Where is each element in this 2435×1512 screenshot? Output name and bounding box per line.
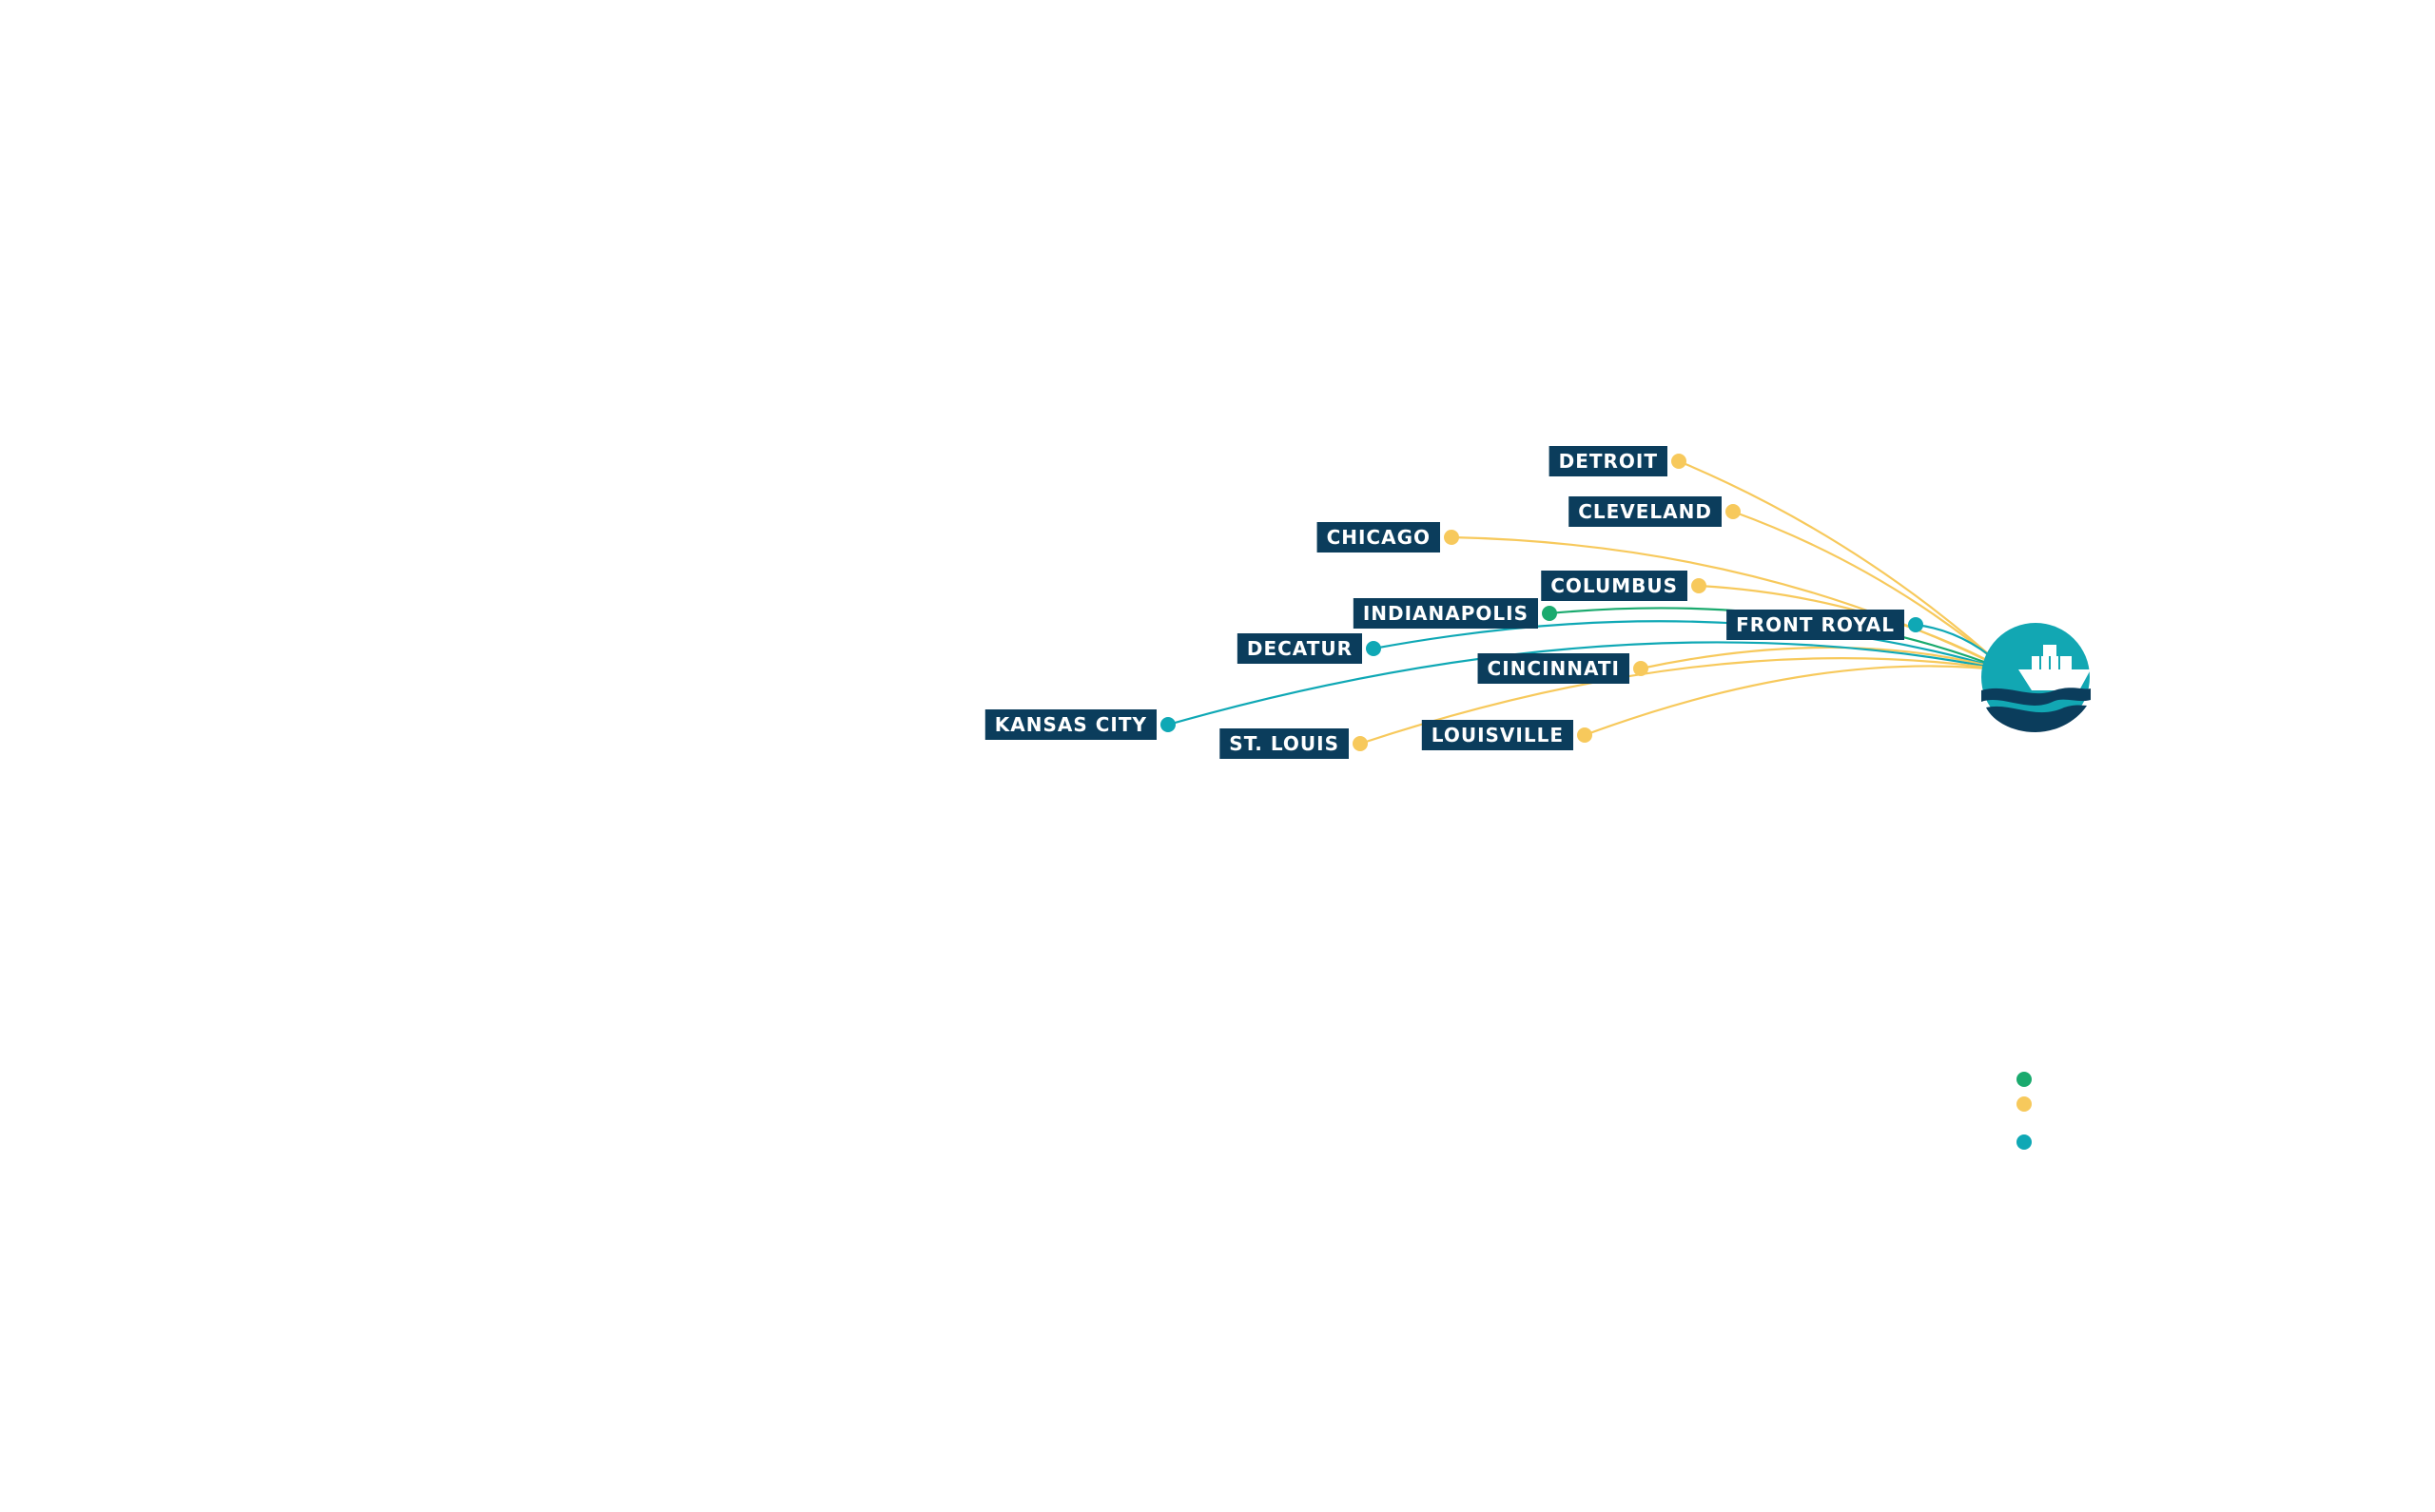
city-label-chicago[interactable]: CHICAGO (1316, 522, 1440, 552)
city-marker-kansas-city[interactable] (1160, 717, 1176, 732)
city-name: ST. LOUIS (1229, 732, 1339, 755)
port-hub[interactable] (1981, 623, 2091, 732)
city-label-st-louis[interactable]: ST. LOUIS (1219, 728, 1349, 759)
city-name: FRONT ROYAL (1736, 613, 1895, 636)
city-label-detroit[interactable]: DETROIT (1549, 446, 1667, 476)
city-marker-front-royal[interactable] (1908, 617, 1923, 632)
city-label-decatur[interactable]: DECATUR (1237, 633, 1362, 664)
route-line-decatur (1373, 620, 2008, 672)
city-marker-louisville[interactable] (1577, 727, 1592, 743)
city-label-box (1316, 522, 1440, 552)
city-name: INDIANAPOLIS (1363, 602, 1529, 625)
city-label-box (1237, 633, 1362, 664)
city-name: LOUISVILLE (1432, 724, 1564, 746)
route-line-st-louis (1359, 657, 2008, 746)
city-label-box (1549, 446, 1667, 476)
port-ship-icon (1981, 645, 2091, 732)
route-line-louisville (1584, 665, 2008, 737)
city-name: CLEVELAND (1578, 500, 1712, 523)
city-label-box (1477, 653, 1629, 684)
legend-dot-rail (2016, 1072, 2032, 1087)
city-name: DECATUR (1247, 637, 1353, 660)
legend-dot-truck (2016, 1096, 2032, 1112)
city-name: KANSAS CITY (995, 713, 1147, 736)
city-marker-indianapolis[interactable] (1542, 606, 1557, 621)
city-label-box (1219, 728, 1349, 759)
city-label-box (1726, 610, 1904, 640)
route-line-kansas-city (1167, 641, 2008, 727)
route-line-cleveland (1732, 510, 2008, 671)
city-marker-detroit[interactable] (1671, 454, 1686, 469)
city-marker-cleveland[interactable] (1725, 504, 1741, 519)
city-label-louisville[interactable]: LOUISVILLE (1421, 720, 1573, 750)
city-label-indianapolis[interactable]: INDIANAPOLIS (1353, 598, 1538, 629)
city-label-columbus[interactable]: COLUMBUS (1541, 571, 1687, 601)
city-label-kansas-city[interactable]: KANSAS CITY (984, 709, 1157, 740)
city-name: CINCINNATI (1488, 657, 1620, 680)
city-label-box (1353, 598, 1538, 629)
city-label-cleveland[interactable]: CLEVELAND (1568, 496, 1722, 527)
city-name: COLUMBUS (1550, 574, 1678, 597)
city-marker-cincinnati[interactable] (1633, 661, 1648, 676)
markers-layer (1160, 454, 1923, 751)
labels-layer: DETROIT CLEVELAND CHICAGO COLUMBUS INDIANAPO… (984, 446, 1904, 759)
city-label-box (1568, 496, 1722, 527)
city-marker-st-louis[interactable] (1353, 736, 1368, 751)
city-name: DETROIT (1559, 450, 1658, 473)
city-marker-columbus[interactable] (1691, 578, 1706, 593)
city-label-box (1541, 571, 1687, 601)
city-label-box (1421, 720, 1573, 750)
city-marker-chicago[interactable] (1444, 530, 1459, 545)
city-label-box (984, 709, 1157, 740)
city-name: CHICAGO (1327, 526, 1431, 549)
legend (2016, 1072, 2032, 1150)
city-label-cincinnati[interactable]: CINCINNATI (1477, 653, 1629, 684)
city-marker-decatur[interactable] (1366, 641, 1381, 656)
legend-dot-port (2016, 1134, 2032, 1150)
route-line-detroit (1678, 459, 2008, 671)
city-label-front-royal[interactable]: FRONT ROYAL (1726, 610, 1904, 640)
